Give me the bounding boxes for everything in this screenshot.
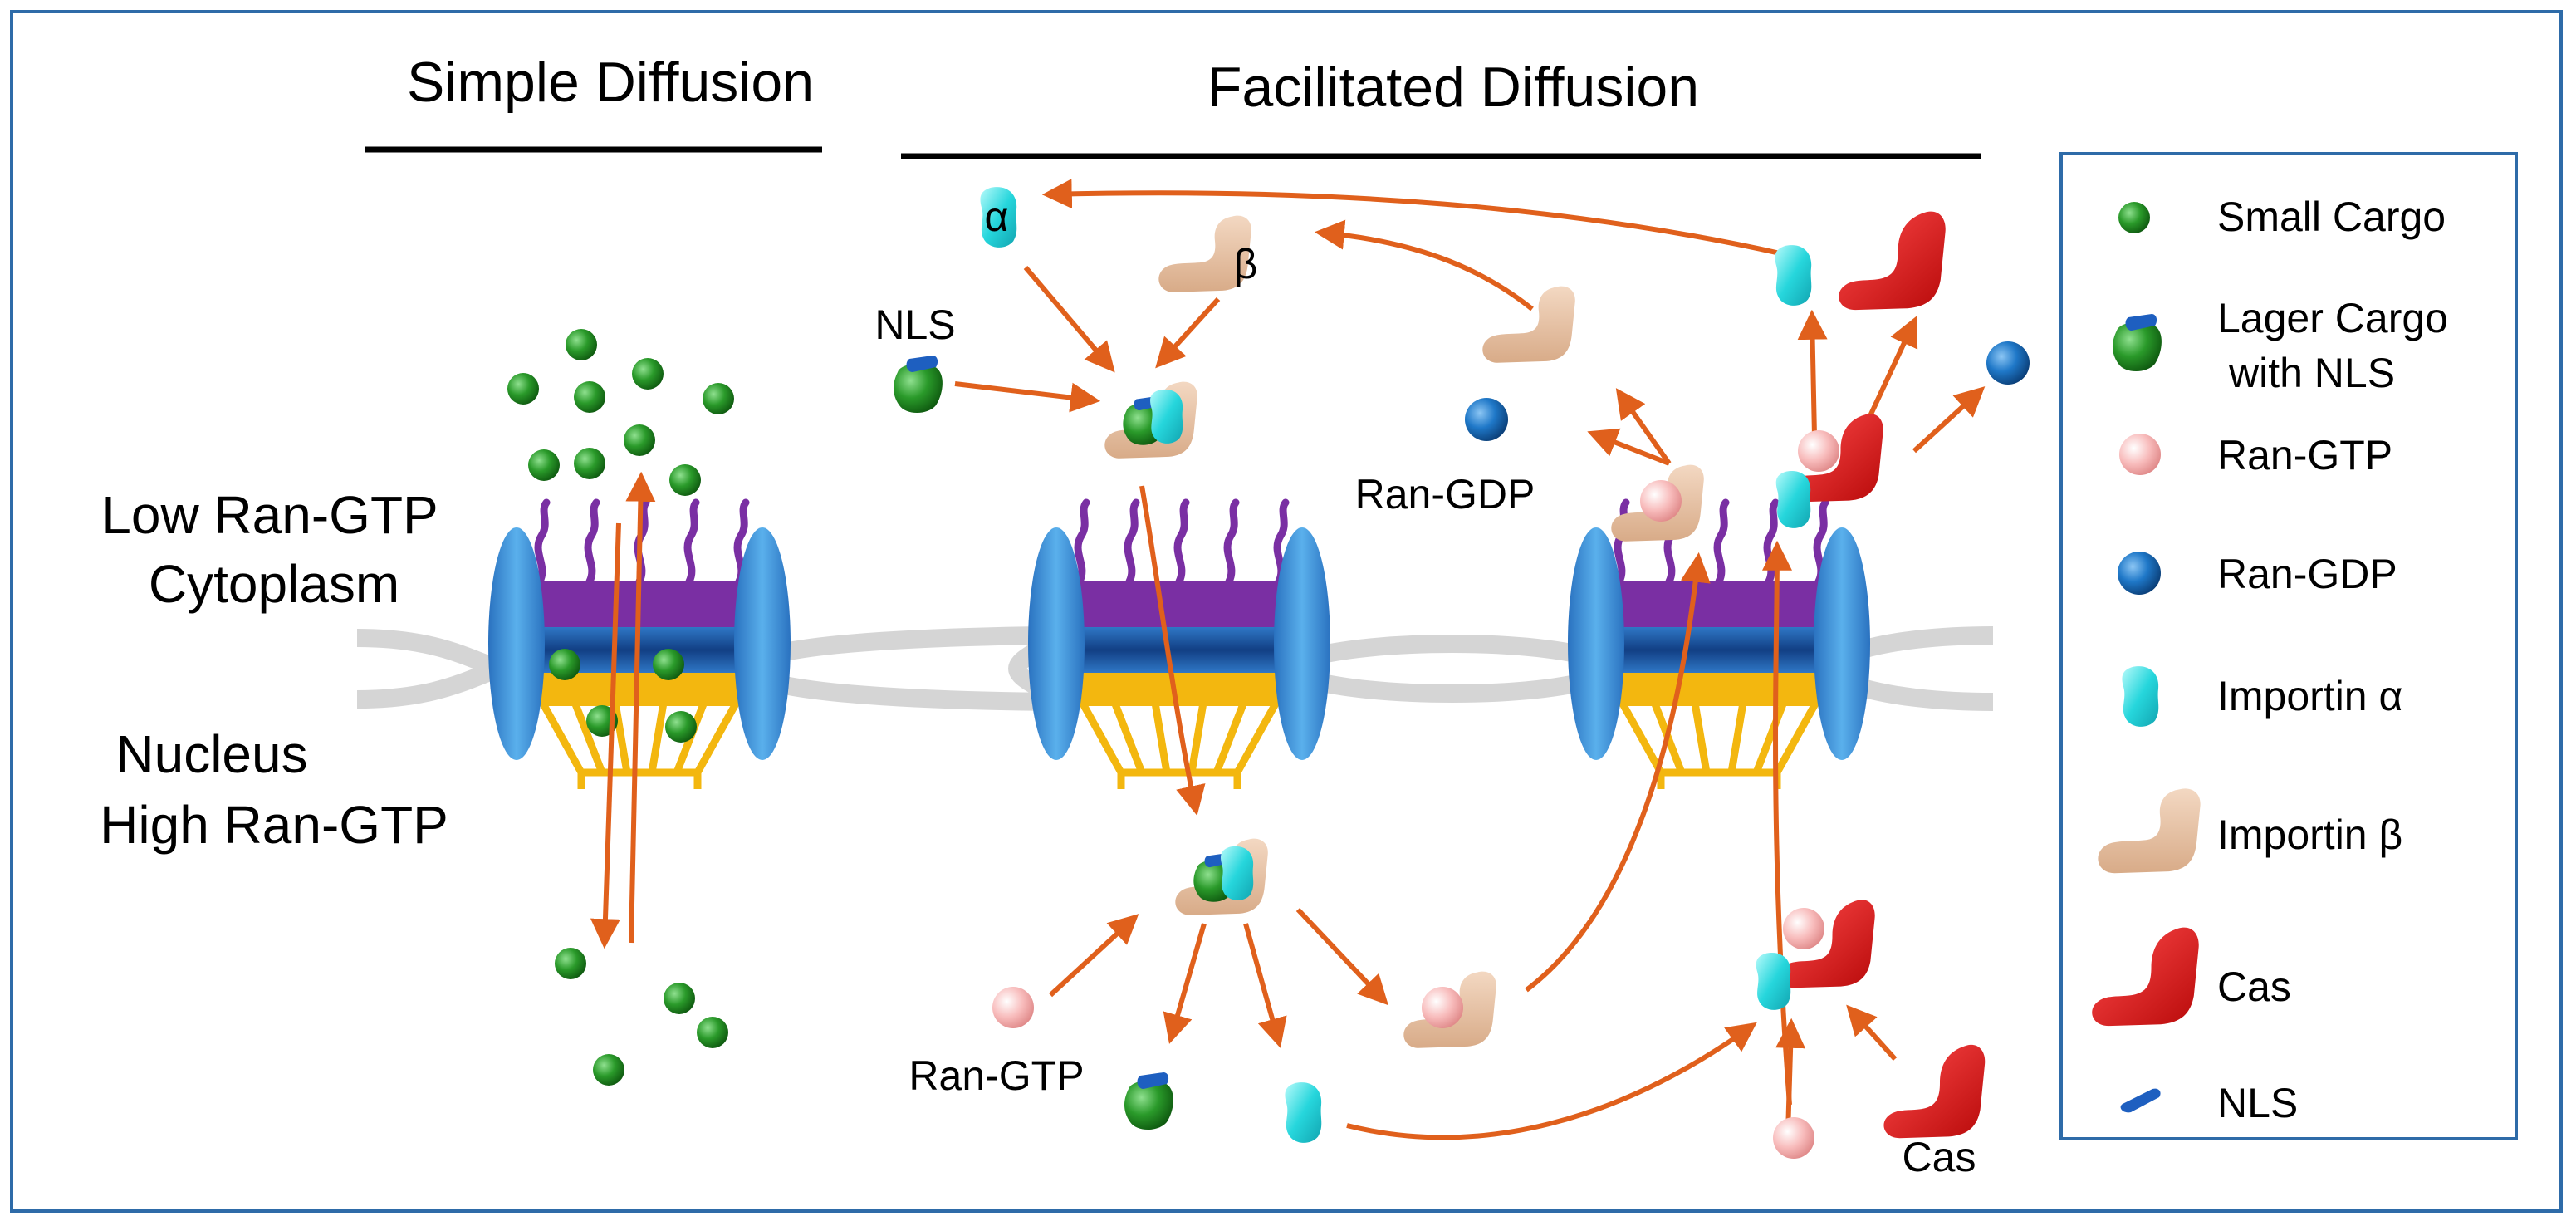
ran-gtp-cas-nucleus [1783,908,1824,949]
label-high-ran-gtp: High Ran-GTP [100,795,448,855]
ran-gtp-on-beta-nucleus [1422,987,1463,1028]
ran-gtp-cas-cyto [1798,430,1839,472]
legend-importin-beta: Importin β [2217,812,2402,858]
ran-gdp-2 [1986,341,2030,385]
legend-ran-gdp: Ran-GDP [2217,551,2397,597]
importin-alpha-released [1285,1082,1322,1143]
ran-gdp-1 [1465,398,1508,441]
header-facilitated-diffusion: Facilitated Diffusion [1207,56,1699,119]
importin-alpha-cas-nucleus [1756,952,1791,1010]
cas-nucleus [1883,1044,1986,1139]
legend-ran-gtp: Ran-GTP [2217,432,2392,478]
legend-ran-gdp-icon [2118,552,2161,595]
label-low-ran-gtp: Low Ran-GTP [101,485,438,545]
import-complex-cytoplasm [1104,382,1197,459]
label-ran-gdp: Ran-GDP [1355,471,1535,517]
legend-small-cargo-icon [2118,202,2150,233]
diffusion-arrows [590,471,656,949]
label-nls: NLS [874,302,955,348]
ran-gtp-on-beta [1640,480,1682,522]
legend-small-cargo: Small Cargo [2217,194,2446,240]
legend-nls: NLS [2217,1080,2298,1126]
importin-alpha-cas-cyto [1775,470,1811,528]
importin-beta-recycled [1482,286,1575,363]
ran-gtp-nucleus-2 [1773,1117,1814,1159]
ran-gtp-nucleus [992,987,1034,1028]
label-beta: β [1234,241,1258,287]
transport-arrows [954,179,1986,1140]
large-cargo-released [1124,1072,1173,1130]
legend-importin-alpha-icon [2122,666,2159,727]
legend-large-cargo-line1: Lager Cargo [2217,295,2448,341]
figure-border [10,10,2563,1213]
legend-importin-alpha: Importin α [2217,673,2402,719]
legend-large-cargo-line2: with NLS [2228,350,2395,396]
nuclear-pore-export [1568,503,1870,789]
nuclear-pore-import [1028,503,1330,789]
label-cas: Cas [1903,1134,1976,1180]
label-alpha: α [985,194,1009,240]
label-ran-gtp: Ran-GTP [908,1052,1084,1099]
legend-cas: Cas [2217,964,2291,1010]
import-complex-nucleus [1175,839,1268,915]
cas-free [1839,211,1946,311]
large-cargo-nls [894,356,943,413]
label-cytoplasm: Cytoplasm [149,554,399,614]
legend-ran-gtp-icon [2119,434,2161,475]
legend: Small Cargo Lager Cargo with NLS Ran-GTP… [2059,152,2518,1140]
importin-alpha-recycled [1775,245,1812,306]
label-nucleus: Nucleus [115,724,307,784]
header-simple-diffusion: Simple Diffusion [407,51,814,114]
